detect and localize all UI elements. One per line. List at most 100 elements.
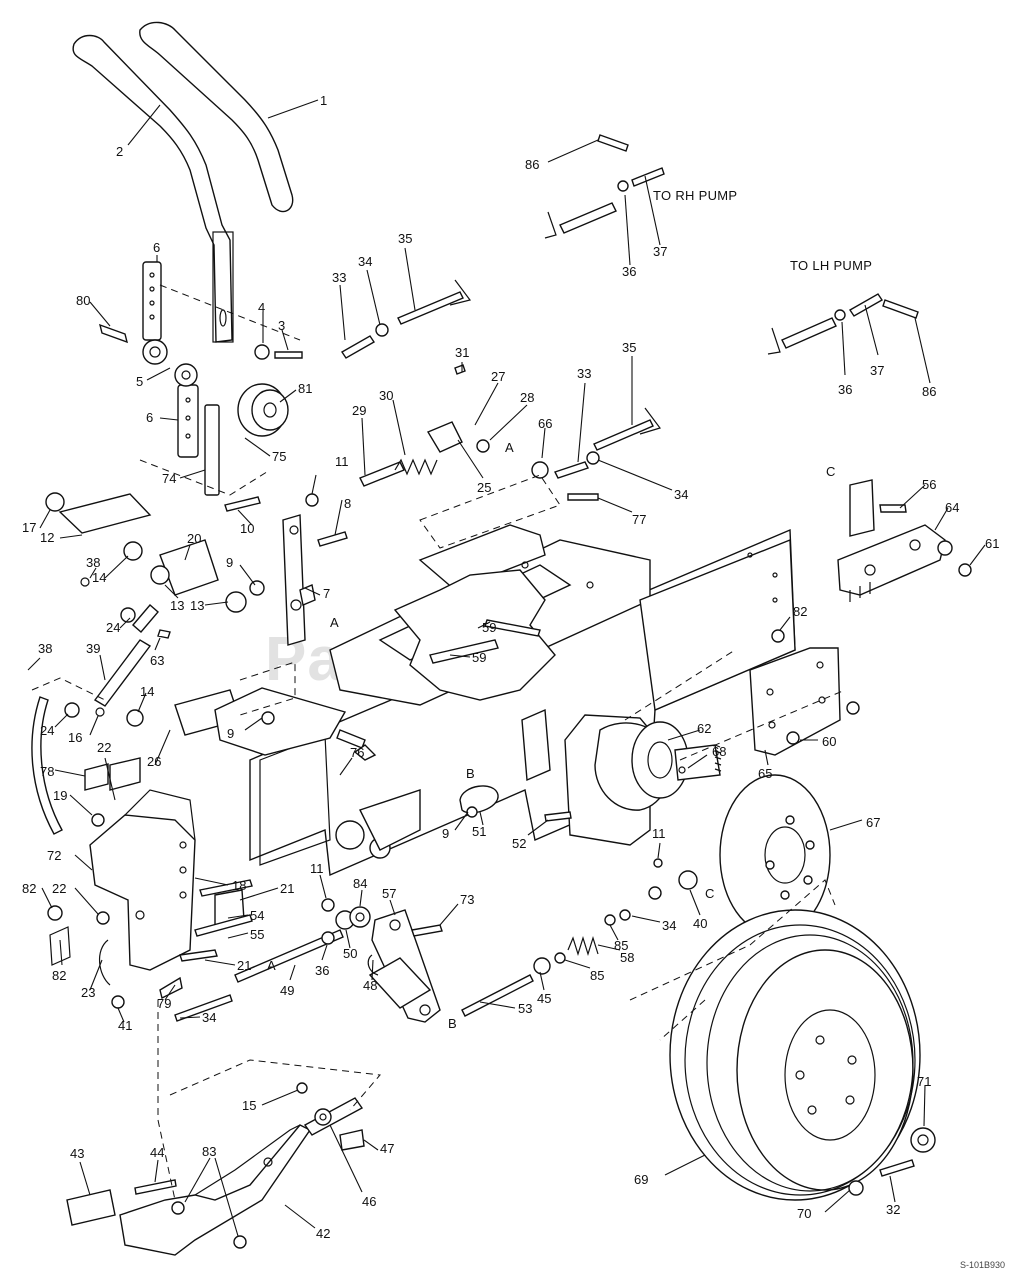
callout-number: 14	[140, 684, 154, 699]
linkage-rod-35-lower	[531, 407, 661, 501]
callout-number: 52	[512, 836, 526, 851]
callout-numbers: 1 2 3 4 5 6 6 80 81 74 75 35 34 33 31 30…	[22, 93, 999, 1241]
callout-number: 63	[150, 653, 164, 668]
callout-number: 36	[622, 264, 636, 279]
pivot-bracket-assembly	[174, 363, 220, 496]
callout-number: 27	[491, 369, 505, 384]
spring-assembly-30	[359, 364, 490, 487]
frame-cutaway	[393, 569, 556, 701]
callout-number: 17	[22, 520, 36, 535]
callout-number: 44	[150, 1145, 164, 1160]
ref-letter: B	[466, 766, 475, 781]
callout-number: 6	[153, 240, 160, 255]
control-arm-7	[224, 493, 348, 646]
callout-number: 18	[232, 878, 246, 893]
callout-number: 77	[632, 512, 646, 527]
callout-number: 72	[47, 848, 61, 863]
callout-number: 71	[917, 1074, 931, 1089]
callout-number: 43	[70, 1146, 84, 1161]
bypass-linkage-64	[837, 479, 972, 602]
control-handle-lh	[72, 34, 234, 343]
callout-number: 55	[250, 927, 264, 942]
callout-number: 35	[398, 231, 412, 246]
callout-number: 57	[382, 886, 396, 901]
callout-number: 84	[353, 876, 367, 891]
callout-number: 47	[380, 1141, 394, 1156]
callout-number: 61	[985, 536, 999, 551]
callout-number: 51	[472, 824, 486, 839]
callout-number: 60	[822, 734, 836, 749]
cover-plate-65	[749, 629, 860, 756]
callout-number: 82	[793, 604, 807, 619]
drawing-code: S-101B930	[960, 1260, 1005, 1270]
callout-number: 37	[870, 363, 884, 378]
callout-number: 24	[106, 620, 120, 635]
ref-letter: A	[330, 615, 339, 630]
callout-number: 79	[157, 996, 171, 1011]
hydrostatic-pump-62	[459, 708, 722, 846]
callout-number: 41	[118, 1018, 132, 1033]
callout-number: 54	[250, 908, 264, 923]
ref-letter: B	[448, 1016, 457, 1031]
brake-disc-67	[719, 774, 831, 936]
handle-bracket-upper	[142, 261, 162, 341]
callout-number: 80	[76, 293, 90, 308]
callout-number: 38	[38, 641, 52, 656]
pivot-plate	[214, 687, 377, 761]
callout-number: 7	[323, 586, 330, 601]
linkage-rod-35-upper	[341, 279, 472, 359]
ref-letter: A	[267, 958, 276, 973]
callout-number: 23	[81, 985, 95, 1000]
brake-pedal-42	[66, 1082, 365, 1256]
gas-strut-39	[64, 604, 171, 727]
callout-number: 81	[298, 381, 312, 396]
callout-number: 56	[922, 477, 936, 492]
callout-number: 35	[622, 340, 636, 355]
callout-number: 73	[460, 892, 474, 907]
callout-number: 34	[202, 1010, 216, 1025]
rh-pump-link	[544, 134, 665, 239]
callout-number: 59	[472, 650, 486, 665]
callout-number: 11	[335, 454, 349, 469]
callout-number: 82	[22, 881, 36, 896]
callout-number: 83	[202, 1144, 216, 1159]
callout-number: 46	[362, 1194, 376, 1209]
callout-number: 29	[352, 403, 366, 418]
callout-number: 26	[147, 754, 161, 769]
note-to-rh-pump: TO RH PUMP	[653, 188, 737, 203]
callout-number: 13	[190, 598, 204, 613]
callout-number: 2	[116, 144, 123, 159]
callout-number: 65	[758, 766, 772, 781]
callout-number: 28	[520, 390, 534, 405]
damper-knob	[99, 323, 168, 365]
callout-number: 13	[170, 598, 184, 613]
callout-number: 40	[693, 916, 707, 931]
callout-number: 11	[310, 861, 324, 876]
callout-number: 42	[316, 1226, 330, 1241]
drive-tire-69	[669, 909, 936, 1201]
callout-number: 58	[620, 950, 634, 965]
roller-81	[237, 383, 289, 437]
note-to-lh-pump: TO LH PUMP	[790, 258, 872, 273]
callout-number: 34	[674, 487, 688, 502]
callout-number: 9	[226, 555, 233, 570]
callout-number: 20	[187, 531, 201, 546]
callout-number: 9	[227, 726, 234, 741]
callout-number: 36	[838, 382, 852, 397]
callout-number: 69	[634, 1172, 648, 1187]
callout-number: 14	[92, 570, 106, 585]
callout-number: 8	[344, 496, 351, 511]
callout-number: 34	[662, 918, 676, 933]
callout-number: 82	[52, 968, 66, 983]
callout-number: 85	[614, 938, 628, 953]
leader-lines	[27, 99, 986, 1237]
lower-linkage	[234, 858, 698, 1023]
callout-number: 32	[886, 1202, 900, 1217]
callout-number: 22	[52, 881, 66, 896]
callout-number: 6	[146, 410, 153, 425]
callout-number: 12	[40, 530, 54, 545]
callout-number: 10	[240, 521, 254, 536]
callout-number: 75	[272, 449, 286, 464]
callout-number: 48	[363, 978, 377, 993]
